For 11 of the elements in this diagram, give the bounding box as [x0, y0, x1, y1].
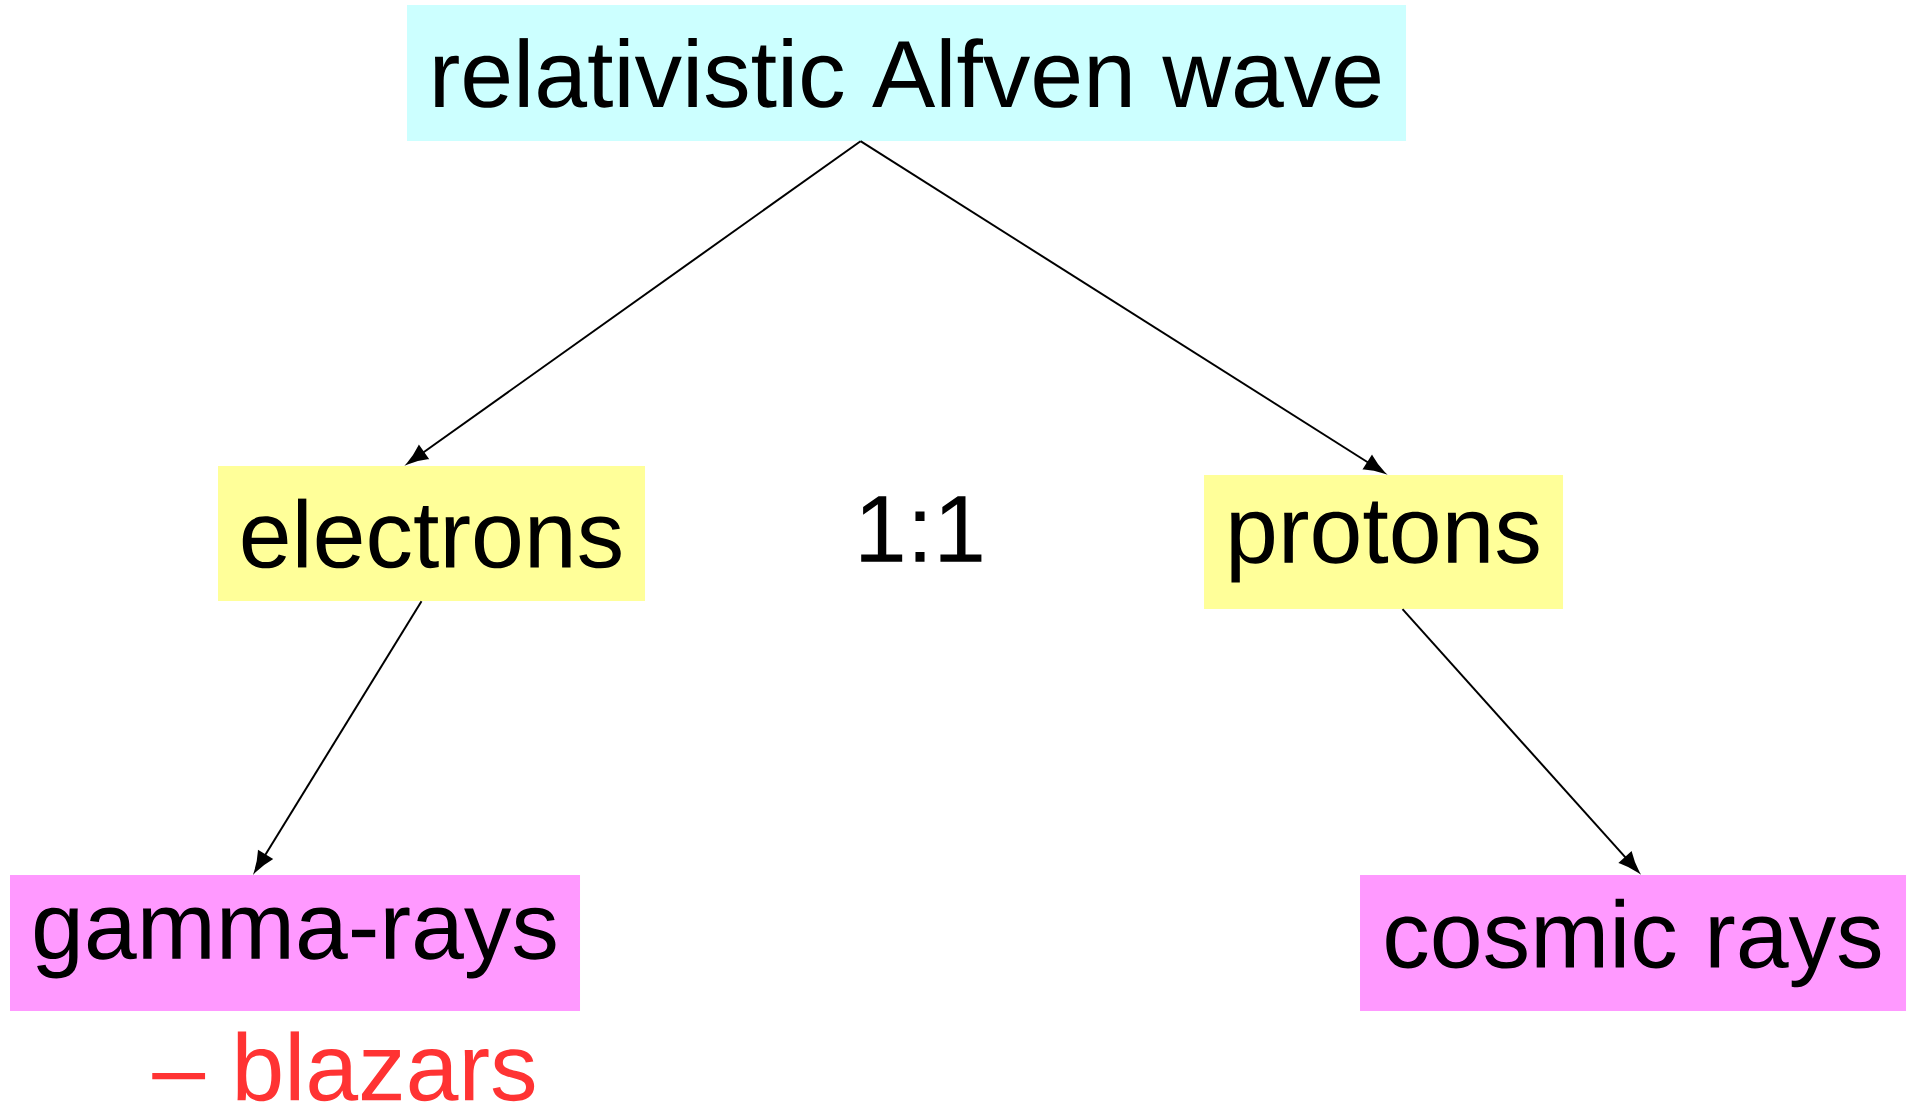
ratio-label: 1:1 — [861, 496, 982, 562]
arrow — [406, 140, 862, 465]
text-box: cosmic rays — [1360, 875, 1906, 1011]
arrow — [859, 140, 1386, 474]
text-box: relativistic Alfven wave — [407, 5, 1406, 141]
text-box: protons — [1204, 475, 1563, 609]
arrow — [254, 600, 423, 873]
text-box: electrons — [218, 466, 645, 601]
arrow — [1401, 608, 1640, 873]
text-box: gamma-rays — [10, 875, 580, 1011]
caption-text: – blazars — [152, 1031, 535, 1102]
